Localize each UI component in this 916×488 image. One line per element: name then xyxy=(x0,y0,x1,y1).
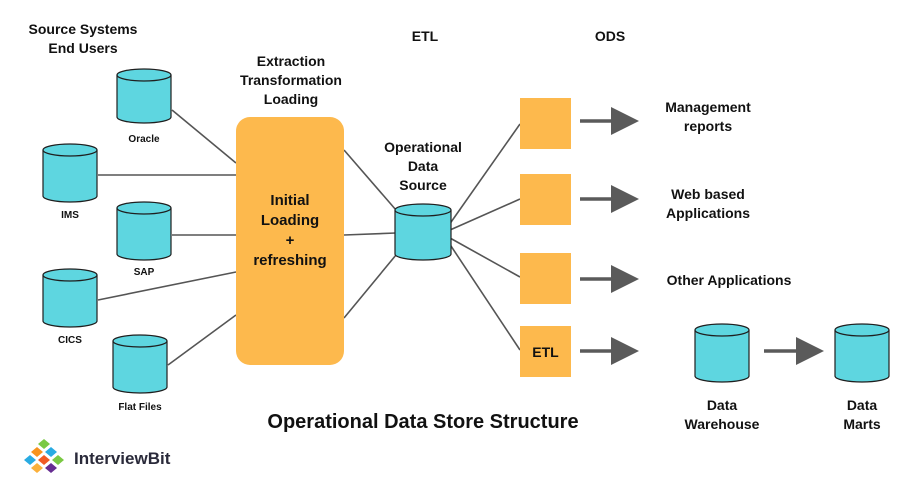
connector-process-ods-3 xyxy=(343,254,397,319)
logo-diamond-6 xyxy=(31,463,43,473)
warehouse-line2: Warehouse xyxy=(685,416,760,432)
logo-diamond-5 xyxy=(52,455,64,465)
process-box xyxy=(236,117,344,365)
ods-box-3 xyxy=(520,326,571,377)
marts-body xyxy=(834,330,890,383)
output-web-line1: Web based xyxy=(671,186,745,202)
source-cylinder-3-top xyxy=(42,268,98,282)
ods-box-2 xyxy=(520,253,571,304)
logo-diamond-2 xyxy=(45,447,57,457)
source-label-4: Flat Files xyxy=(118,402,162,413)
header-ods: ODS xyxy=(595,28,625,44)
logo-diamond-3 xyxy=(24,455,36,465)
output-management-line1: Management xyxy=(665,99,751,115)
source-cylinder-4-top xyxy=(112,334,168,348)
ods-cylinder xyxy=(394,203,452,261)
source-cylinder-0-top xyxy=(116,68,172,82)
connector-process-ods-2 xyxy=(343,232,397,236)
process-line1: Initial xyxy=(270,192,309,209)
header-source-line2: End Users xyxy=(48,40,117,56)
diagram-title: Operational Data Store Structure xyxy=(267,411,578,433)
connector-cics xyxy=(97,271,237,301)
ods-box-label-3: ETL xyxy=(532,344,559,360)
data-marts-cylinder xyxy=(834,323,890,383)
logo-diamond-1 xyxy=(31,447,43,457)
marts-line1: Data xyxy=(847,397,878,413)
marts xyxy=(834,323,890,383)
source-cylinder-1-body xyxy=(42,150,98,203)
connector-ods-box4 xyxy=(448,242,521,351)
ods-source-line1: Operational xyxy=(384,139,462,155)
ods-boxes: ETL xyxy=(520,98,571,377)
ods-source-line3: Source xyxy=(399,177,447,193)
warehouse-body xyxy=(694,330,750,383)
connector-oracle xyxy=(171,109,237,164)
header-etl-process-line3: Loading xyxy=(264,91,318,107)
source-cylinder-2-top xyxy=(116,201,172,215)
connector-ods-box2 xyxy=(449,198,521,231)
connector-flatfiles xyxy=(167,314,237,366)
source-label-2: SAP xyxy=(134,267,155,278)
source-cylinder-4-body xyxy=(112,341,168,394)
data-warehouse-cylinder xyxy=(694,323,750,383)
ods-box-1 xyxy=(520,174,571,225)
ods-cylinder-body xyxy=(394,210,452,261)
ods-source-line2: Data xyxy=(408,158,439,174)
arrows xyxy=(580,107,824,365)
process-line3: + xyxy=(286,232,295,249)
ods-cylinder-top xyxy=(394,203,452,217)
source-cylinder-3 xyxy=(42,268,98,328)
output-other-line1: Other Applications xyxy=(667,272,792,288)
ods-source-cylinder xyxy=(394,203,452,261)
source-label-0: Oracle xyxy=(128,134,160,145)
logo-diamond-7 xyxy=(45,463,57,473)
source-cylinder-0-body xyxy=(116,75,172,124)
source-cylinder-1-top xyxy=(42,143,98,157)
marts-line2: Marts xyxy=(843,416,881,432)
marts-top xyxy=(834,323,890,337)
header-etl-process-line1: Extraction xyxy=(257,53,325,69)
warehouse-line1: Data xyxy=(707,397,738,413)
source-cylinder-0 xyxy=(116,68,172,124)
brand-name: InterviewBit xyxy=(74,449,171,468)
source-label-1: IMS xyxy=(61,210,79,221)
warehouse-top xyxy=(694,323,750,337)
process-line4: refreshing xyxy=(253,252,326,269)
source-cylinder-2-body xyxy=(116,208,172,261)
header-etl: ETL xyxy=(412,28,439,44)
header-etl-process-line2: Transformation xyxy=(240,72,342,88)
source-cylinder-4 xyxy=(112,334,168,394)
source-cylinder-2 xyxy=(116,201,172,261)
source-cylinder-1 xyxy=(42,143,98,203)
connector-ods-box1 xyxy=(448,123,521,226)
source-cylinder-3-body xyxy=(42,275,98,328)
output-web-line2: Applications xyxy=(666,205,750,221)
process-line2: Loading xyxy=(261,212,319,229)
logo-diamond-0 xyxy=(38,439,50,449)
interviewbit-logo-icon xyxy=(24,439,64,473)
output-management-line2: reports xyxy=(684,118,732,134)
connector-lines xyxy=(97,109,521,366)
connector-process-ods-1 xyxy=(343,149,397,211)
logo-diamond-4 xyxy=(38,455,50,465)
header-source-line1: Source Systems xyxy=(29,21,138,37)
source-label-3: CICS xyxy=(58,335,82,346)
connector-ods-box3 xyxy=(449,237,521,278)
ods-box-0 xyxy=(520,98,571,149)
warehouse xyxy=(694,323,750,383)
